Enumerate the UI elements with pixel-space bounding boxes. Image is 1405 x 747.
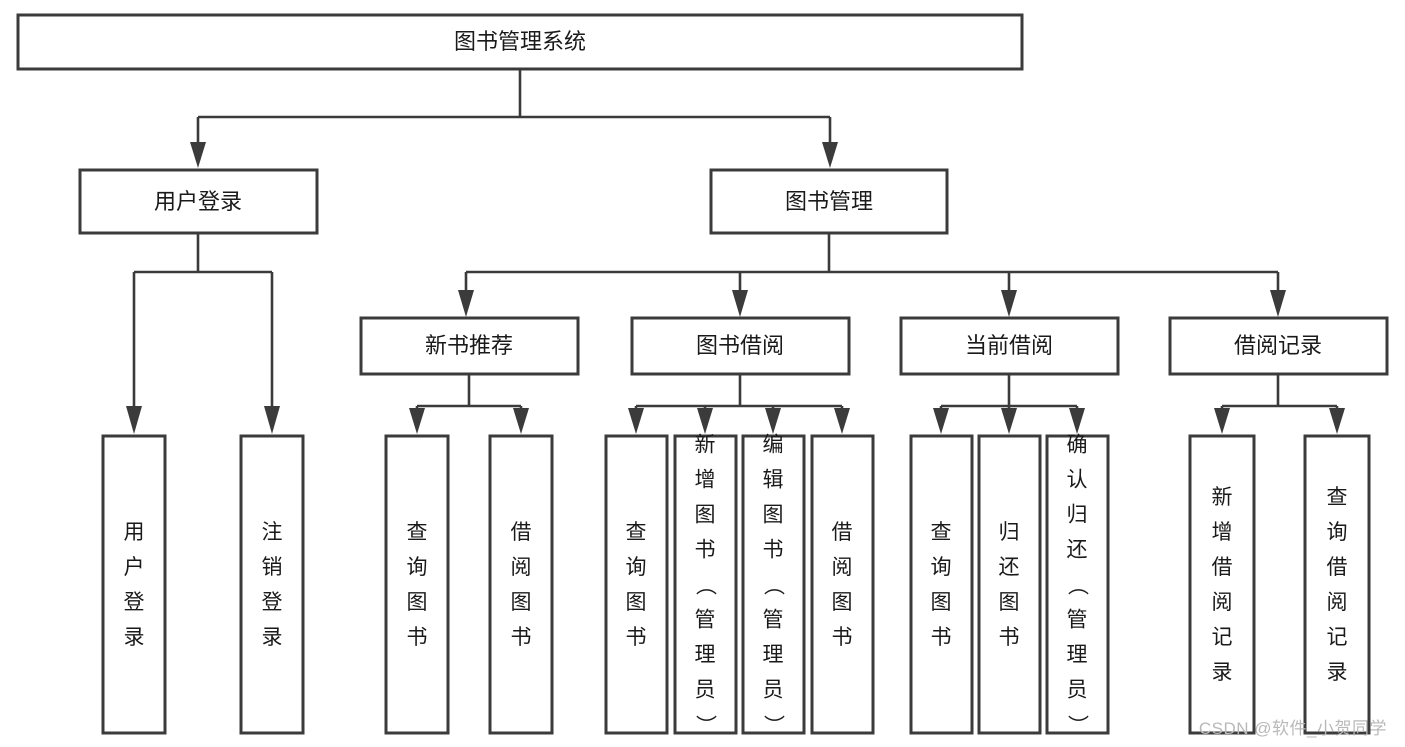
leaf-current-borrow-3[interactable]: 确认归还管理员 （ ）: [1045, 434, 1110, 736]
arrow-head-new-book-leaf-2: [513, 408, 529, 434]
leaf-book-borrow-4-label: 借阅图书: [832, 521, 853, 649]
leaf-book-borrow-3[interactable]: 编辑图书管理员 （ ）: [741, 434, 806, 736]
node-user-login[interactable]: 用户登录: [78, 168, 319, 235]
svg-text:（: （: [694, 575, 717, 596]
arrow-head-user-login-leaf-2: [264, 406, 280, 434]
leaf-user-login-1-box[interactable]: [101, 434, 167, 735]
leaf-current-borrow-1-box[interactable]: [909, 434, 974, 735]
arrow-head-borrow-record: [1270, 290, 1286, 317]
arrow-head-book-borrow-leaf-2: [697, 408, 713, 434]
leaf-current-borrow-3-box[interactable]: [1045, 434, 1110, 735]
leaf-borrow-record-2-label: 查询借阅记录: [1327, 486, 1348, 684]
leaf-current-borrow-3-label: 确认归还管理员: [1067, 434, 1088, 702]
svg-text:（: （: [1066, 575, 1089, 596]
arrow-head-current-borrow-leaf-1: [933, 408, 949, 434]
node-root-system-label: 图书管理系统: [454, 29, 586, 54]
arrow-head-user-login-leaf-1: [126, 406, 142, 434]
leaf-new-book-2-label: 借阅图书: [511, 521, 532, 649]
leaf-book-borrow-1-label: 查询图书: [626, 521, 647, 649]
node-new-book-recommend[interactable]: 新书推荐: [359, 316, 580, 376]
leaf-new-book-1-box[interactable]: [384, 434, 450, 735]
leaf-current-borrow-2-label: 归还图书: [999, 521, 1020, 649]
arrow-head-user-login: [190, 142, 206, 168]
arrow-head-borrow-record-leaf-1: [1214, 408, 1230, 434]
node-borrow-record-box[interactable]: [1168, 316, 1389, 376]
node-new-book-recommend-label: 新书推荐: [425, 333, 513, 358]
leaf-borrow-record-2-box[interactable]: [1303, 434, 1371, 735]
node-root-system[interactable]: 图书管理系统: [16, 13, 1024, 71]
node-current-borrow-label: 当前借阅: [965, 333, 1053, 358]
leaf-user-login-2-box[interactable]: [239, 434, 305, 735]
leaf-new-book-1-label: 查询图书: [407, 521, 428, 649]
leaf-book-borrow-2[interactable]: 新增图书管理员 （ ）: [673, 434, 738, 736]
node-current-borrow-box[interactable]: [899, 316, 1120, 376]
leaf-book-borrow-1-box[interactable]: [604, 434, 669, 735]
svg-text:）: ）: [762, 715, 785, 736]
leaf-book-borrow-3-box[interactable]: [741, 434, 806, 735]
arrow-head-borrow-record-leaf-2: [1329, 408, 1345, 434]
leaf-book-borrow-2-box[interactable]: [673, 434, 738, 735]
arrow-head-book-borrow: [732, 290, 748, 317]
leaf-user-login-2-label: 注销登录: [262, 521, 283, 649]
node-book-borrow-label: 图书借阅: [696, 333, 784, 358]
arrow-head-current-borrow: [1001, 290, 1017, 317]
leaf-current-borrow-2[interactable]: 归还图书: [977, 434, 1042, 735]
leaf-book-borrow-4-box[interactable]: [810, 434, 875, 735]
leaf-book-borrow-3-label: 编辑图书管理员: [763, 434, 784, 702]
leaf-user-login-2[interactable]: 注销登录: [239, 434, 305, 735]
leaf-borrow-record-1[interactable]: 新增借阅记录: [1188, 434, 1256, 735]
leaf-current-borrow-1-label: 查询图书: [931, 521, 952, 649]
leaf-borrow-record-2[interactable]: 查询借阅记录: [1303, 434, 1371, 735]
node-book-borrow-box[interactable]: [630, 316, 851, 376]
arrow-head-book-borrow-leaf-4: [834, 408, 850, 434]
leaf-book-borrow-2-label: 新增图书管理员: [695, 434, 716, 702]
arrow-head-current-borrow-leaf-3: [1069, 408, 1085, 434]
arrow-head-new-book-leaf-1: [409, 408, 425, 434]
arrow-head-book-borrow-leaf-1: [628, 408, 644, 434]
leaf-current-borrow-2-box[interactable]: [977, 434, 1042, 735]
leaf-new-book-2-box[interactable]: [488, 434, 554, 735]
arrow-head-book-manage: [822, 142, 838, 168]
node-root-system-box[interactable]: [16, 13, 1024, 71]
node-user-login-label: 用户登录: [154, 189, 242, 214]
node-borrow-record[interactable]: 借阅记录: [1168, 316, 1389, 376]
svg-text:）: ）: [1066, 715, 1089, 736]
node-book-manage-box[interactable]: [709, 168, 949, 235]
leaf-book-borrow-4[interactable]: 借阅图书: [810, 434, 875, 735]
node-user-login-box[interactable]: [78, 168, 319, 235]
leaf-borrow-record-1-label: 新增借阅记录: [1212, 486, 1233, 684]
node-book-manage[interactable]: 图书管理: [709, 168, 949, 235]
node-book-manage-label: 图书管理: [785, 189, 873, 214]
arrow-head-new-book: [458, 290, 474, 317]
svg-text:（: （: [762, 575, 785, 596]
leaf-borrow-record-1-box[interactable]: [1188, 434, 1256, 735]
node-new-book-recommend-box[interactable]: [359, 316, 580, 376]
arrow-head-current-borrow-leaf-2: [1001, 408, 1017, 434]
leaf-current-borrow-1[interactable]: 查询图书: [909, 434, 974, 735]
leaf-new-book-2[interactable]: 借阅图书: [488, 434, 554, 735]
node-current-borrow[interactable]: 当前借阅: [899, 316, 1120, 376]
arrow-head-book-borrow-leaf-3: [765, 408, 781, 434]
leaf-user-login-1[interactable]: 用户登录: [101, 434, 167, 735]
leaf-user-login-1-label: 用户登录: [124, 521, 145, 649]
node-book-borrow[interactable]: 图书借阅: [630, 316, 851, 376]
node-borrow-record-label: 借阅记录: [1234, 333, 1322, 358]
leaf-new-book-1[interactable]: 查询图书: [384, 434, 450, 735]
svg-text:）: ）: [694, 715, 717, 736]
leaf-book-borrow-1[interactable]: 查询图书: [604, 434, 669, 735]
connector-layer: [126, 69, 1345, 434]
